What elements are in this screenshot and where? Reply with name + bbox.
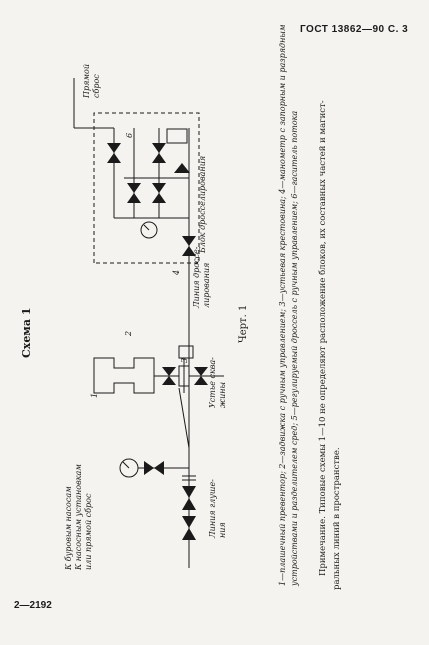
- wellhead-cross: [178, 358, 190, 393]
- valve-gauge-left: [144, 461, 164, 475]
- label-direct-1: Прямой: [82, 64, 91, 98]
- num-3: 3: [180, 357, 189, 363]
- label-choke-line-1: Линия дроссе-: [192, 246, 201, 309]
- rotated-page-body: Схема 1: [12, 24, 412, 598]
- note-line-1: Примечание. Типовые схемы 1—10 не опреде…: [318, 100, 328, 576]
- num-5: 5: [155, 182, 164, 188]
- num-4: 4: [172, 269, 181, 275]
- page-footer: 2—2192: [14, 600, 52, 611]
- valve-choke-3: [127, 183, 141, 203]
- label-kill-line-1: Линия глуше-: [208, 479, 217, 538]
- valve-wellhead-right: [194, 367, 208, 385]
- label-left-bot: или прямой сброс: [84, 493, 93, 570]
- page-header: ГОСТ 13862—90 С. 3: [300, 24, 409, 35]
- adjustable-choke: [174, 163, 190, 173]
- choke-block-frame: [93, 112, 200, 264]
- figure-label: Черт. 1: [238, 304, 249, 343]
- label-kill-line-2: ния: [218, 522, 227, 538]
- valve-choke-5: [152, 143, 166, 163]
- schema-title: Схема 1: [20, 307, 33, 358]
- label-wellhead-2: жины: [218, 381, 227, 408]
- valve-kill-1: [182, 516, 196, 540]
- flow-damper: [166, 128, 188, 144]
- valve-wellhead-left: [162, 367, 176, 385]
- blowout-preventer: [93, 357, 155, 394]
- label-left-mid: К насосным установкам: [74, 464, 83, 570]
- label-choke-line-2: лирования: [202, 262, 211, 308]
- label-left-top: К буровым насосам: [64, 486, 73, 570]
- legend-line-2: устройствами и разделителем сред; 5—регу…: [290, 110, 299, 586]
- legend-line-1: 1—плашечный превентор; 2—задвижка с ручн…: [278, 24, 287, 586]
- label-wellhead-1: Устье сква-: [208, 357, 217, 408]
- num-2: 2: [124, 330, 133, 336]
- valve-choke-4: [107, 143, 121, 163]
- label-direct-2: сброс: [92, 74, 101, 98]
- num-6: 6: [125, 132, 134, 138]
- valve-kill-2: [182, 486, 196, 510]
- valve-choke-2: [152, 183, 166, 203]
- note-line-2: ральных линий в пространстве.: [332, 447, 342, 590]
- valve-choke-1: [182, 236, 196, 256]
- label-choke-block: Блок дросселирования: [198, 155, 207, 253]
- schematic-diagram: [73, 78, 224, 568]
- num-1: 1: [90, 392, 99, 398]
- pressure-gauge-choke: [140, 221, 158, 239]
